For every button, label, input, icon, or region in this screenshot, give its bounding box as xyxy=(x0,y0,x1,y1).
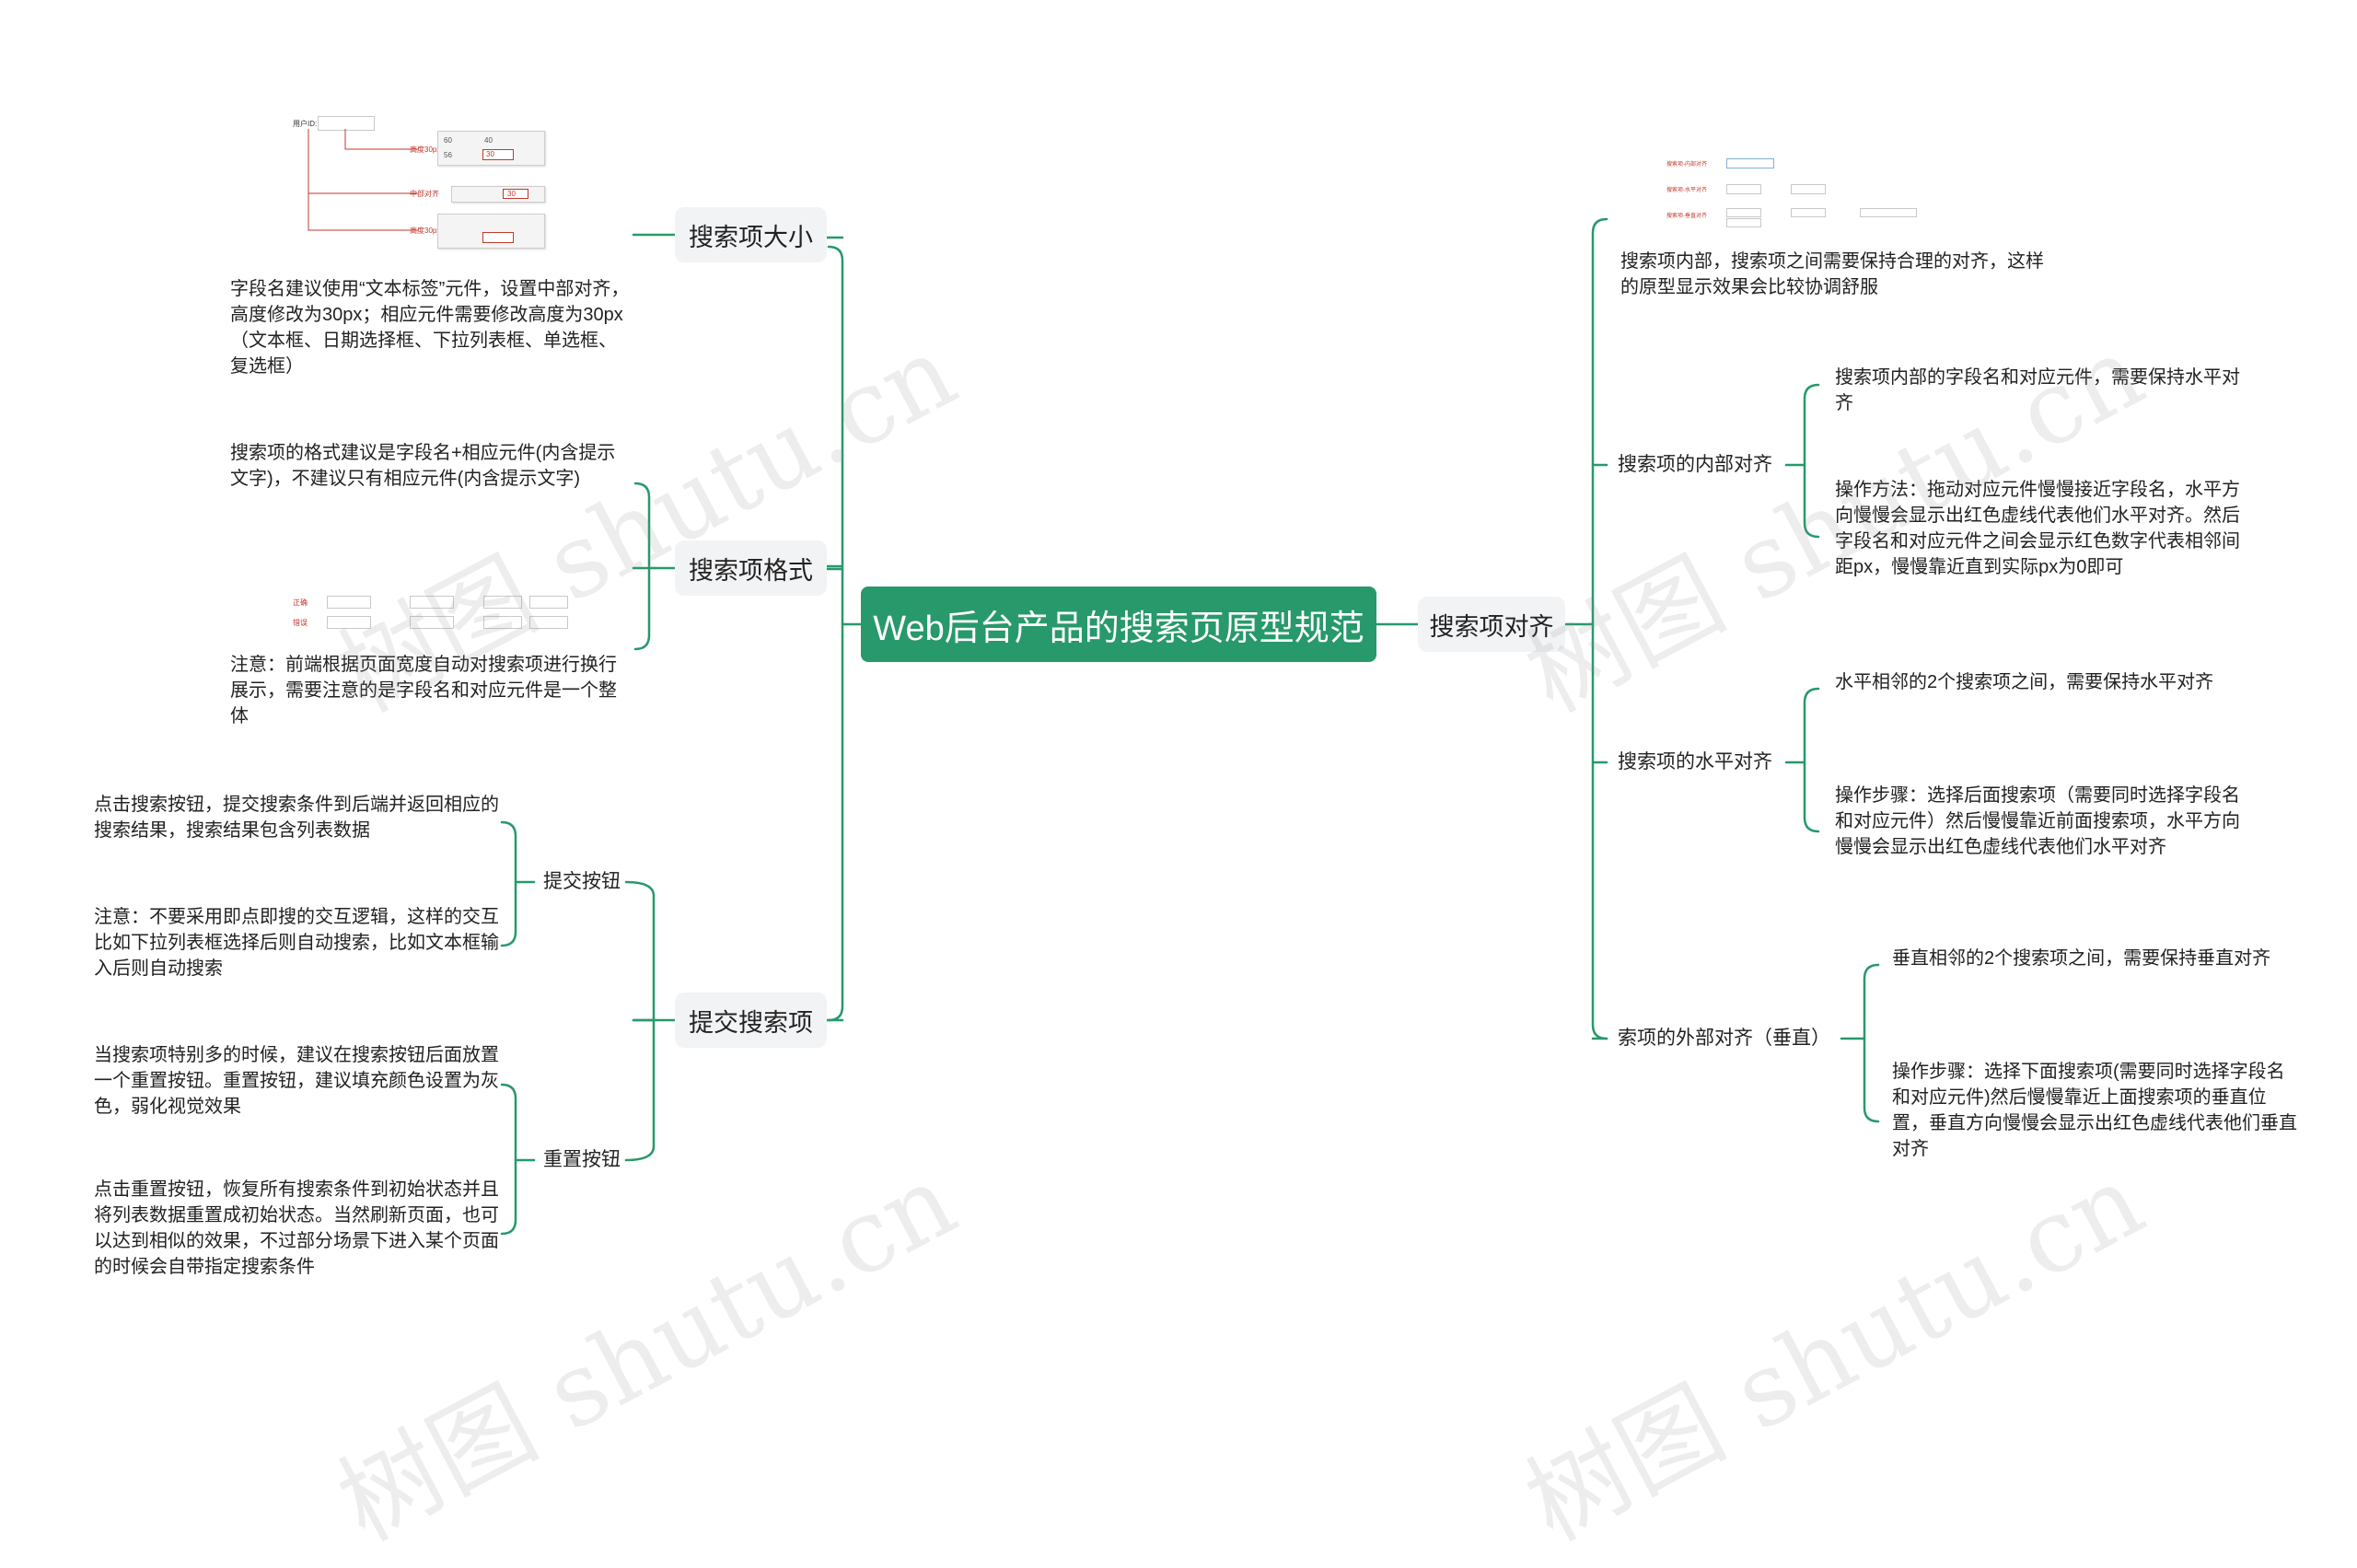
inner-align-topic[interactable]: 搜索项的内部对齐 xyxy=(1618,454,1772,475)
shot-wrong-box-2 xyxy=(410,616,454,629)
horizontal-align-topic[interactable]: 搜索项的水平对齐 xyxy=(1618,751,1772,772)
shot-align-horizontal: 搜索项-水平对齐 xyxy=(1666,188,1707,193)
shot-middle-box xyxy=(503,189,528,199)
horizontal-align-note-1: 水平相邻的2个搜索项之间，需要保持水平对齐 xyxy=(1835,672,2214,692)
shot-panel-2: 30 xyxy=(451,186,545,203)
connector-lines xyxy=(500,217,1880,1236)
shot-v30: 30 xyxy=(486,150,494,158)
format-note-1: 搜索项的格式建议是字段名+相应元件(内含提示文字)，不建议只有相应元件(内含提示… xyxy=(230,443,616,489)
shot-tag-middle: 中部对齐 xyxy=(410,190,439,198)
vertical-align-note-1: 垂直相邻的2个搜索项之间，需要保持垂直对齐 xyxy=(1892,948,2271,969)
shot-height-box-2 xyxy=(482,232,514,243)
shot-align-vertical: 搜索项-垂直对齐 xyxy=(1666,214,1707,219)
shot-align-v-box-2 xyxy=(1791,208,1826,217)
shot-correct-box-4 xyxy=(529,596,568,609)
inner-align-note-2: 操作方法：拖动对应元件慢慢接近字段名，水平方向慢慢会显示出红色虚线代表他们水平对… xyxy=(1835,480,2240,577)
shot-textbox xyxy=(318,116,375,131)
reset-note-2: 点击重置按钮，恢复所有搜索条件到初始状态并且将列表数据重置成初始状态。当然刷新页… xyxy=(94,1179,499,1277)
shot-tag-height-2: 高度30px xyxy=(410,226,441,235)
submit-note-2: 注意：不要采用即点即搜的交互逻辑，这样的交互比如下拉列表框选择后则自动搜索，比如… xyxy=(94,907,499,979)
shot-align-inner: 搜索项-内部对齐 xyxy=(1666,162,1707,168)
branch-search-size[interactable]: 搜索项大小 xyxy=(675,207,827,262)
shot-wrong-box-3 xyxy=(483,616,522,629)
reset-button-topic[interactable]: 重置按钮 xyxy=(543,1149,621,1170)
vertical-align-topic[interactable]: 索项的外部对齐（垂直） xyxy=(1618,1028,1830,1049)
shot-wrong: 错误 xyxy=(293,619,308,627)
shot-align-v-box-4 xyxy=(1726,218,1761,227)
format-note-2: 注意：前端根据页面宽度自动对搜索项进行换行展示，需要注意的是字段名和对应元件是一… xyxy=(230,655,617,726)
size-note: 字段名建议使用“文本标签”元件，设置中部对齐，高度修改为30px；相应元件需要修… xyxy=(230,279,630,377)
vertical-align-note-2: 操作步骤：选择下面搜索项(需要同时选择字段名和对应元件)然后慢慢靠近上面搜索项的… xyxy=(1892,1062,2297,1159)
align-example-image: 搜索项-内部对齐 搜索项-水平对齐 搜索项-垂直对齐 xyxy=(1666,157,1933,230)
shot-panel-3 xyxy=(437,214,545,249)
horizontal-align-note-2: 操作步骤：选择后面搜索项（需要同时选择字段名和对应元件）然后慢慢靠近前面搜索项，… xyxy=(1835,785,2240,857)
shot-align-v-box-3 xyxy=(1860,208,1917,217)
inner-align-note-1: 搜索项内部的字段名和对应元件，需要保持水平对齐 xyxy=(1835,367,2240,413)
branch-submit-items[interactable]: 提交搜索项 xyxy=(675,993,827,1048)
submit-note-1: 点击搜索按钮，提交搜索条件到后端并返回相应的搜索结果，搜索结果包含列表数据 xyxy=(94,795,499,841)
submit-button-topic[interactable]: 提交按钮 xyxy=(543,871,621,892)
shot-align-h-box-1 xyxy=(1726,184,1761,194)
shot-correct-box-2 xyxy=(410,596,454,609)
shot-wrong-box-4 xyxy=(529,616,568,629)
branch-search-format[interactable]: 搜索项格式 xyxy=(675,540,827,596)
shot-v56: 56 xyxy=(444,151,452,159)
shot-v40: 40 xyxy=(484,136,493,145)
shot-field-label: 用户ID: xyxy=(293,120,318,128)
shot-correct: 正确 xyxy=(293,598,308,607)
shot-vx: 30 xyxy=(507,190,516,198)
shot-callout-lines xyxy=(308,129,419,231)
shot-v60: 60 xyxy=(444,136,452,145)
shot-correct-box-1 xyxy=(327,596,371,609)
size-example-image: 用户ID: 高度30px 60 40 56 30 中部对齐 30 高度30px xyxy=(290,110,557,258)
shot-align-v-box-1 xyxy=(1726,208,1761,217)
reset-note-1: 当搜索项特别多的时候，建议在搜索按钮后面放置一个重置按钮。重置按钮，建议填充颜色… xyxy=(94,1045,499,1117)
format-example-image: 正确 错误 xyxy=(290,591,575,635)
shot-align-inner-box xyxy=(1726,158,1774,168)
shot-tag-height-1: 高度30px xyxy=(410,145,441,154)
shot-align-h-box-2 xyxy=(1791,184,1826,194)
shot-panel-1: 60 40 56 30 xyxy=(437,131,545,166)
branch-search-align[interactable]: 搜索项对齐 xyxy=(1418,597,1565,652)
shot-height-box-1 xyxy=(482,149,514,160)
root-node[interactable]: Web后台产品的搜索页原型规范 xyxy=(861,587,1376,662)
shot-correct-box-3 xyxy=(483,596,522,609)
shot-wrong-box-1 xyxy=(327,616,371,629)
align-intro-note: 搜索项内部，搜索项之间需要保持合理的对齐，这样的原型显示效果会比较协调舒服 xyxy=(1620,251,2044,297)
